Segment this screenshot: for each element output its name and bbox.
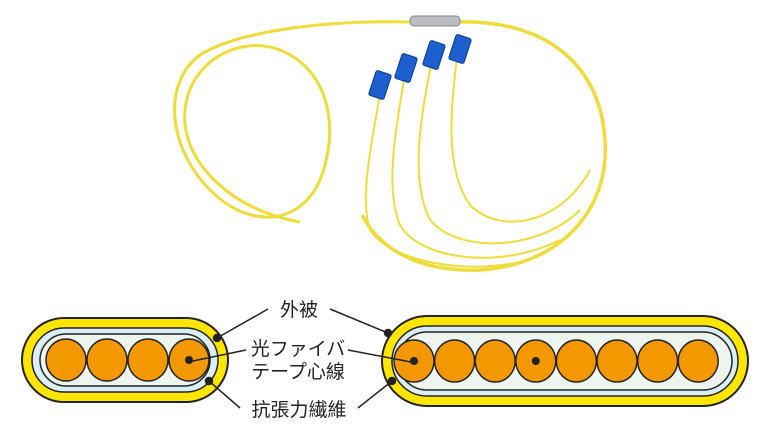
optical-fiber	[596, 339, 638, 383]
label-fiber-ribbon-1: 光ファイバ	[251, 338, 346, 360]
fiber-1	[364, 94, 521, 268]
cord-loop	[173, 20, 411, 224]
cross-section-4-fiber	[21, 317, 229, 403]
leader-lines	[187, 308, 412, 409]
connector-1	[368, 70, 392, 100]
fiber-2	[391, 74, 561, 259]
fiber-3	[417, 59, 581, 245]
sc-connectors	[368, 34, 472, 100]
optical-fiber	[474, 339, 516, 383]
fiber-4	[450, 49, 591, 223]
fiber-marker-dot	[531, 357, 540, 365]
optical-fiber	[636, 339, 679, 383]
fiber-marker-dot	[410, 357, 418, 365]
splice-sleeve	[409, 15, 461, 27]
cable-photo	[173, 20, 608, 272]
optical-fiber	[45, 338, 87, 382]
connector-3	[422, 40, 446, 70]
fiber-marker-dot	[185, 356, 193, 364]
connector-2	[394, 53, 418, 83]
connector-4	[448, 34, 472, 64]
optical-fiber	[555, 339, 598, 383]
label-fiber-ribbon-2: テープ心線	[251, 361, 345, 383]
optical-fiber	[433, 339, 476, 383]
label-jacket: 外被	[280, 299, 318, 321]
cord-trunk	[360, 20, 608, 272]
cross-section-8-fiber	[381, 315, 749, 407]
optical-fiber	[86, 338, 128, 382]
label-tensile-fiber: 抗張力繊維	[251, 399, 346, 421]
optical-fiber	[677, 339, 719, 383]
optical-fiber	[127, 338, 169, 382]
